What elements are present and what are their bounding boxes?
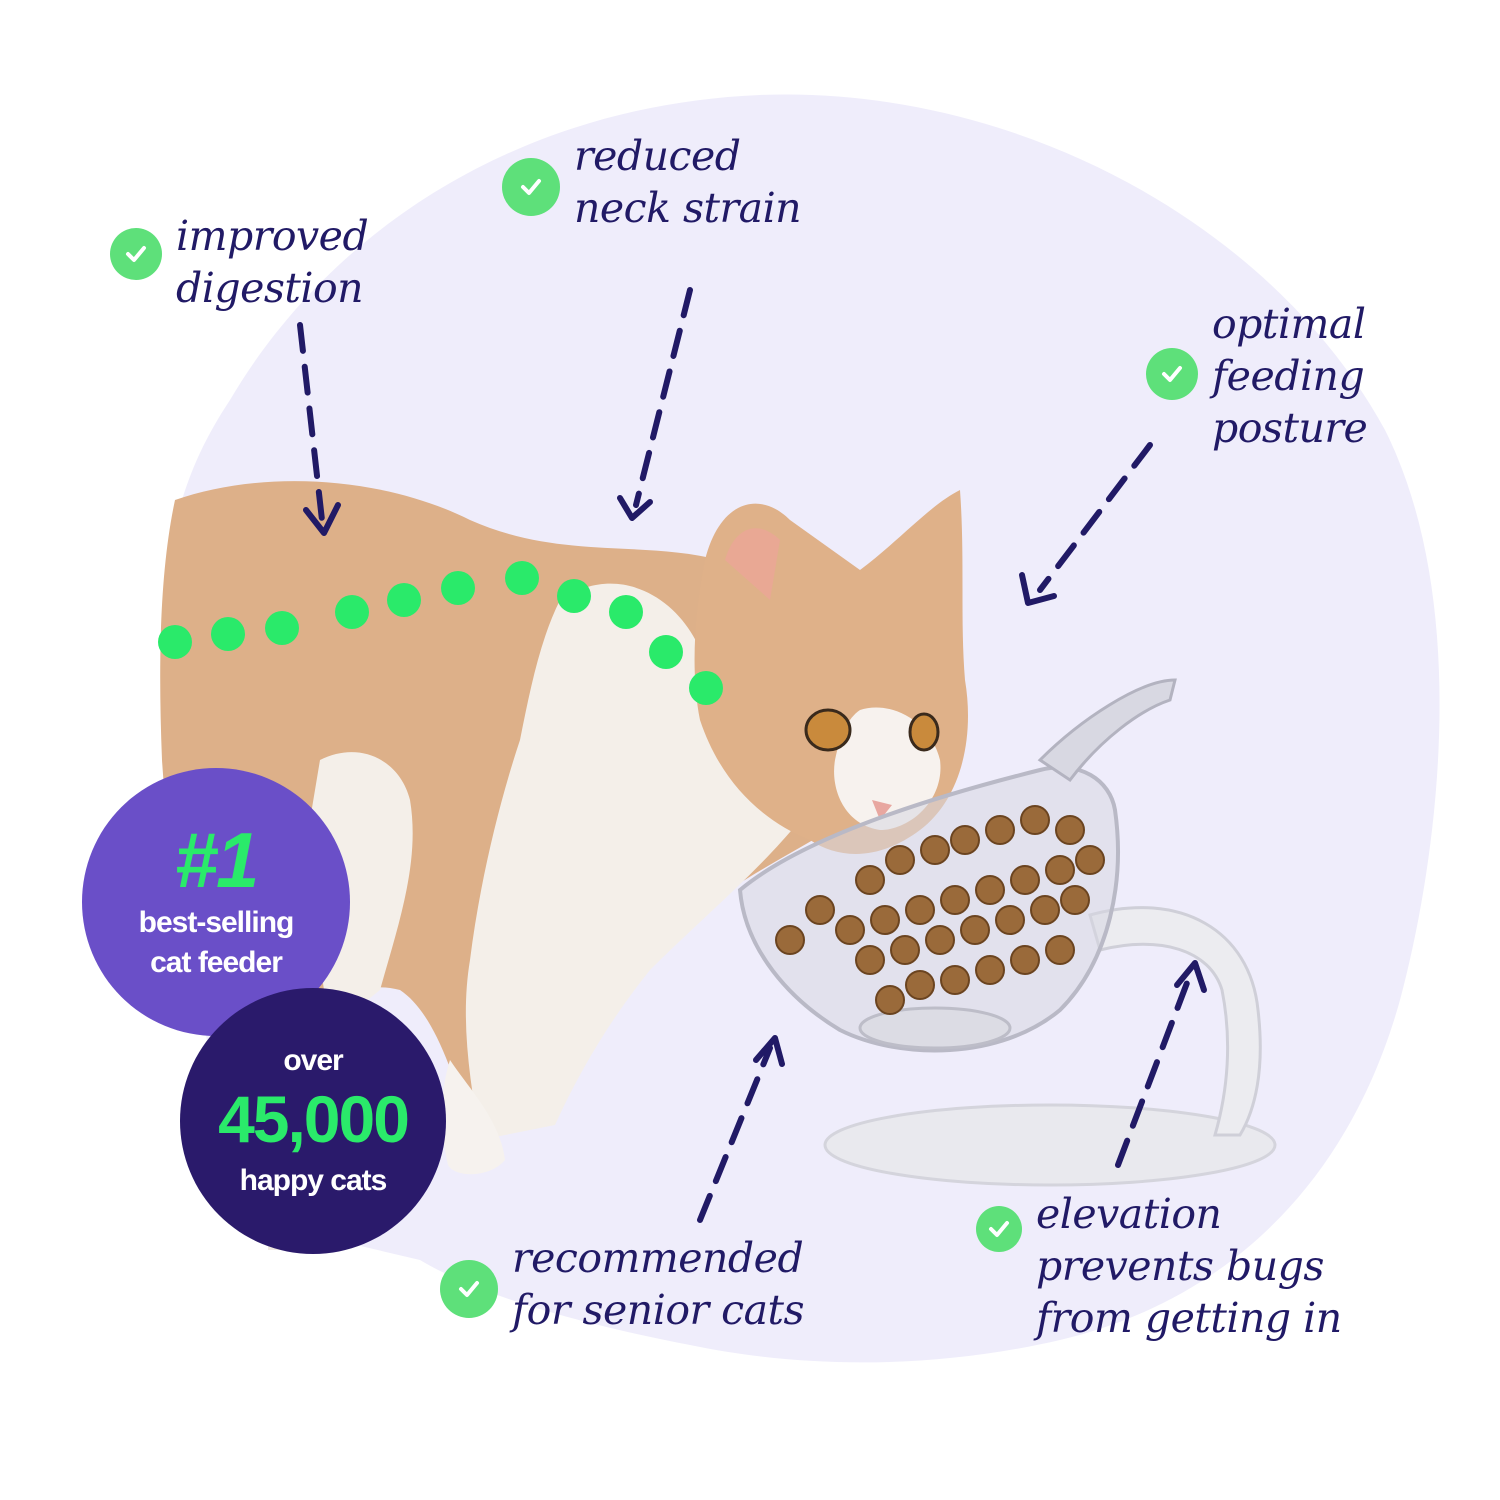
callout-text: improved digestion (176, 210, 369, 314)
badge-rank-line1: best-selling (138, 906, 295, 939)
arrow-neck (633, 287, 693, 508)
callout-line: optimal (1212, 300, 1366, 348)
badge-cats-line1: over (283, 1044, 343, 1077)
arrow-posture (1037, 442, 1153, 593)
callout-line: digestion (176, 264, 364, 312)
callout-line: feeding (1212, 352, 1365, 400)
callout-digestion: improved digestion (110, 212, 369, 314)
callout-line: reduced (574, 132, 741, 180)
callout-text: reduced neck strain (574, 130, 802, 234)
cat-ear-inner (725, 528, 780, 600)
check-icon (976, 1206, 1022, 1252)
check-icon (502, 158, 560, 216)
callout-neck: reduced neck strain (502, 132, 802, 234)
kibble (775, 805, 1105, 1015)
cat-eye-left (804, 708, 852, 752)
cat-eye-right (908, 712, 940, 752)
callout-text: elevation prevents bugs from getting in (1036, 1188, 1342, 1344)
cat-nose (872, 800, 892, 820)
check-icon (1146, 348, 1198, 400)
arrow-digestion (297, 322, 325, 523)
check-icon (440, 1260, 498, 1318)
callout-posture: optimal feeding posture (1146, 300, 1368, 454)
badge-rank-number: #1 (174, 816, 260, 904)
callout-line: for senior cats (512, 1286, 805, 1334)
badge-cats-line2: happy cats (239, 1164, 388, 1197)
callout-line: prevents bugs (1036, 1242, 1324, 1290)
callout-text: optimal feeding posture (1212, 298, 1368, 454)
arrow-senior (697, 1045, 773, 1223)
spine-dots (158, 561, 723, 705)
callout-line: elevation (1036, 1190, 1222, 1238)
callout-text: recommended for senior cats (512, 1232, 805, 1336)
happy-cats-badge: over 45,000 happy cats (180, 988, 446, 1254)
check-icon (110, 228, 162, 280)
stand-base (823, 1103, 1277, 1187)
bowl-lip (1037, 678, 1177, 783)
callout-line: improved (176, 212, 369, 260)
badge-cats-number: 45,000 (218, 1082, 410, 1156)
arrow-bugs (1115, 972, 1193, 1168)
stand-arm (1088, 906, 1262, 1137)
arrow-heads (303, 495, 1207, 1067)
callout-senior: recommended for senior cats (440, 1234, 805, 1336)
badge-rank-line2: cat feeder (150, 946, 283, 979)
callout-bugs: elevation prevents bugs from getting in (976, 1190, 1342, 1344)
callout-line: neck strain (574, 184, 802, 232)
callout-line: recommended (512, 1234, 804, 1282)
cat-front-paw (442, 1060, 505, 1175)
bowl-foot (858, 1006, 1012, 1050)
callout-line: from getting in (1036, 1294, 1342, 1342)
arrows (297, 287, 1193, 1223)
callout-line: posture (1212, 404, 1368, 452)
best-seller-badge: #1 best-selling cat feeder (82, 768, 350, 1036)
